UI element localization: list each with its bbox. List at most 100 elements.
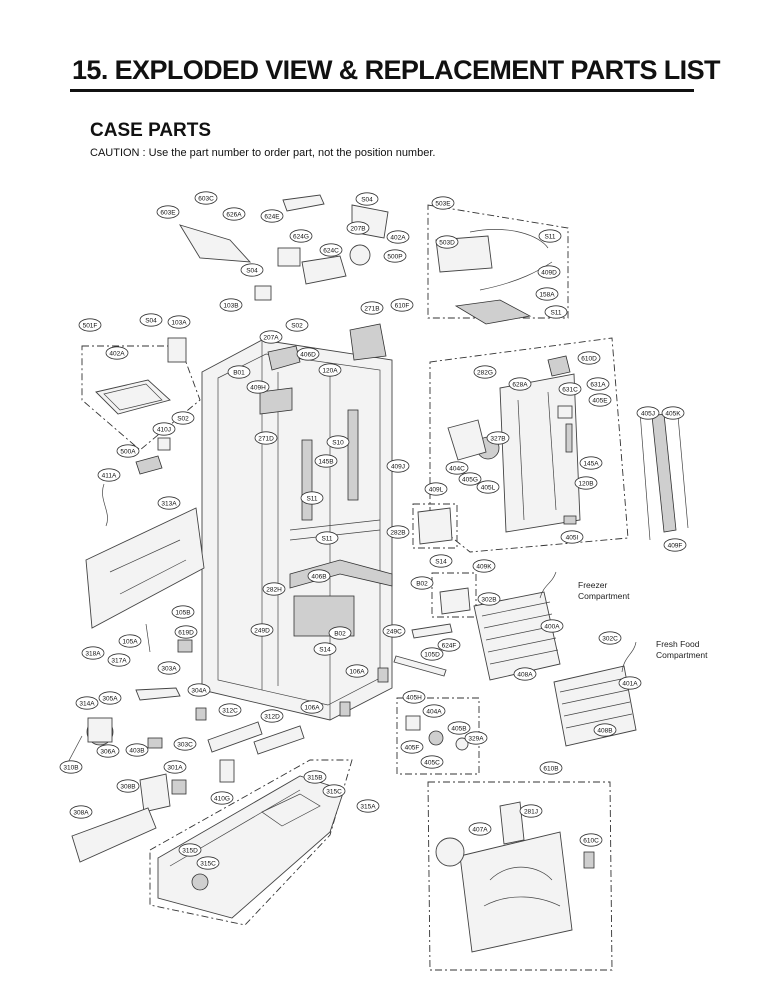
part-callout: 405G — [458, 472, 482, 486]
part-callout: 281J — [519, 804, 543, 818]
part-callout: 405E — [588, 393, 612, 407]
callout-bubble — [116, 444, 140, 458]
part-callout: 402A — [105, 346, 129, 360]
callout-number: 282B — [390, 529, 405, 536]
callout-number: 405E — [592, 397, 608, 404]
callout-number: 105B — [175, 609, 190, 616]
part-callout: 624G — [289, 229, 313, 243]
callout-number: 610B — [543, 765, 558, 772]
callout-bubble — [360, 301, 384, 315]
part-callout: 503D — [435, 235, 459, 249]
part-callout: 318A — [81, 646, 105, 660]
callout-number: 409L — [429, 486, 444, 493]
fresh-food-compartment-label: Fresh Food — [656, 639, 700, 649]
callout-bubble — [187, 683, 211, 697]
part-callout: 408B — [593, 723, 617, 737]
callout-bubble — [356, 799, 380, 813]
callout-number: 401A — [622, 680, 638, 687]
callout-number: 312D — [264, 713, 280, 720]
callout-number: 409H — [250, 384, 266, 391]
callout-bubble — [227, 365, 251, 379]
callout-bubble — [260, 209, 284, 223]
callout-bubble — [636, 406, 660, 420]
part-callout: 308B — [116, 779, 140, 793]
callout-number: 628A — [512, 381, 528, 388]
part-callout: B01 — [227, 365, 251, 379]
callout-number: 603E — [160, 209, 176, 216]
callout-number: 500A — [120, 448, 136, 455]
part-callout: 610B — [539, 761, 563, 775]
callout-number: 405C — [424, 759, 440, 766]
callout-bubble — [152, 422, 176, 436]
part-callout: 401A — [618, 676, 642, 690]
callout-number: S02 — [177, 415, 189, 422]
part-callout: 314A — [75, 696, 99, 710]
callout-bubble — [345, 664, 369, 678]
left-shelf-parts — [95, 337, 187, 475]
callout-number: 610D — [581, 355, 597, 362]
callout-number: B02 — [416, 580, 428, 587]
callout-bubble — [194, 191, 218, 205]
callout-number: 318A — [85, 650, 101, 657]
callout-bubble — [486, 431, 510, 445]
part-callout: B02 — [410, 576, 434, 590]
callout-number: S04 — [361, 196, 373, 203]
callout-bubble — [422, 704, 446, 718]
page-title: 15. EXPLODED VIEW & REPLACEMENT PARTS LI… — [72, 55, 720, 85]
callout-bubble — [544, 305, 568, 319]
ice-maker-parts — [417, 355, 689, 545]
part-callout: 626A — [222, 207, 246, 221]
part-callout: 610F — [390, 298, 414, 312]
callout-bubble — [420, 647, 444, 661]
callout-bubble — [390, 298, 414, 312]
callout-bubble — [558, 382, 582, 396]
callout-bubble — [326, 435, 350, 449]
part-callout: S14 — [313, 642, 337, 656]
part-callout: 315C — [196, 856, 220, 870]
callout-bubble — [300, 700, 324, 714]
part-callout: S02 — [171, 411, 195, 425]
part-callout: S11 — [315, 531, 339, 545]
callout-bubble — [98, 691, 122, 705]
callout-bubble — [319, 243, 343, 257]
freezer-compartment-label: Freezer — [578, 580, 607, 590]
part-callout: 405B — [447, 721, 471, 735]
callout-number: 624G — [293, 233, 309, 240]
callout-bubble — [476, 480, 500, 494]
callout-number: 402A — [109, 350, 125, 357]
part-callout: 301A — [163, 760, 187, 774]
part-callout: 405I — [560, 530, 584, 544]
callout-bubble — [537, 265, 561, 279]
title-divider — [70, 89, 694, 92]
part-callout: 315A — [356, 799, 380, 813]
callout-number: 405J — [641, 410, 655, 417]
callout-bubble — [315, 531, 339, 545]
callout-bubble — [588, 393, 612, 407]
part-callout: 304A — [187, 683, 211, 697]
callout-bubble — [105, 346, 129, 360]
callout-number: 207A — [263, 334, 279, 341]
callout-bubble — [289, 229, 313, 243]
part-callout: 329A — [464, 731, 488, 745]
callout-number: 145B — [318, 458, 333, 465]
callout-bubble — [400, 740, 424, 754]
part-callout: 405K — [661, 406, 685, 420]
callout-bubble — [386, 525, 410, 539]
part-callout: 249C — [382, 624, 406, 638]
callout-number: 302B — [481, 596, 496, 603]
callout-number: 603C — [198, 195, 214, 202]
part-callout: 303C — [173, 737, 197, 751]
callout-number: 106A — [349, 668, 365, 675]
part-callout: 500A — [116, 444, 140, 458]
callout-number: 410J — [157, 426, 171, 433]
callout-bubble — [81, 646, 105, 660]
callout-number: 282H — [266, 586, 282, 593]
top-parts — [179, 194, 389, 415]
part-callout: S04 — [355, 192, 379, 206]
part-callout: 619D — [174, 625, 198, 639]
callout-number: 408A — [517, 671, 533, 678]
base-plate — [157, 775, 345, 919]
callout-number: S11 — [306, 495, 317, 502]
part-callout: 105A — [118, 634, 142, 648]
part-callout: 411A — [97, 468, 121, 482]
